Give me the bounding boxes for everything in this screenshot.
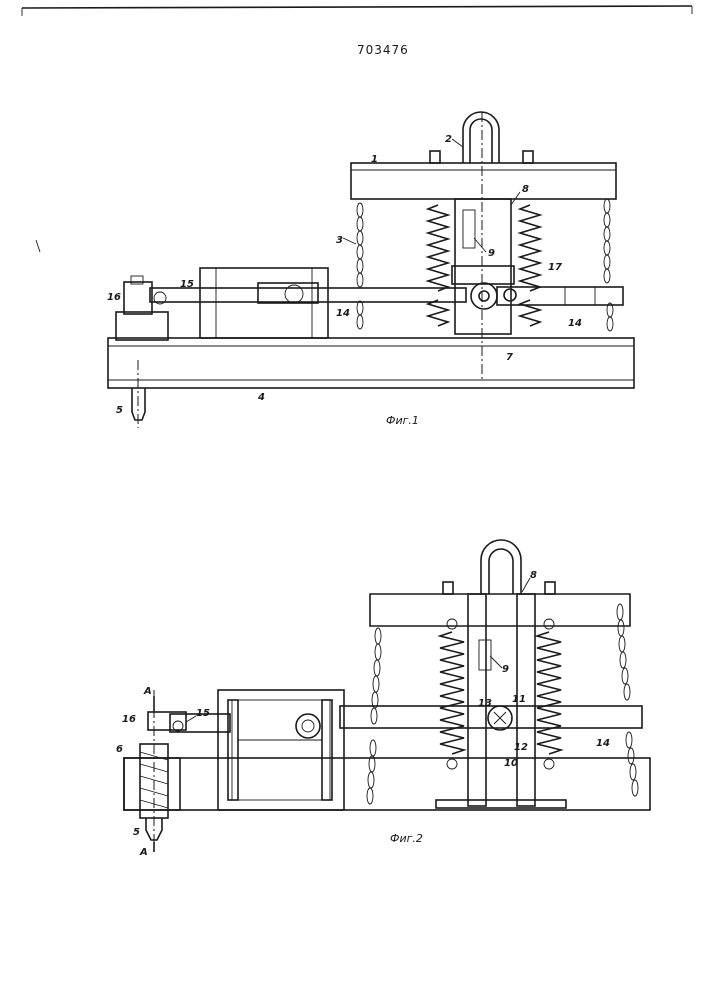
svg-text:A: A — [143, 686, 152, 697]
margin-mark — [36, 240, 40, 252]
spring-left — [428, 205, 448, 326]
svg-text:6: 6 — [116, 744, 123, 755]
svg-text:11: 11 — [512, 694, 526, 705]
patent-number: 703476 — [357, 43, 409, 57]
svg-text:10: 10 — [504, 758, 518, 769]
svg-text:13: 13 — [478, 698, 492, 709]
figure-2: A A 16 15 6 5 8 9 13 11 12 10 14 Фиг.2 — [116, 540, 650, 858]
spring-right — [520, 205, 540, 326]
spring-right-section — [537, 619, 561, 769]
left-bracket — [116, 312, 168, 340]
pivot-joint — [471, 283, 497, 309]
figure-2-caption: Фиг.2 — [390, 832, 423, 845]
sheet-top-border — [22, 6, 692, 8]
linkage-rod — [150, 288, 466, 302]
svg-text:14: 14 — [336, 308, 350, 319]
svg-text:14: 14 — [596, 738, 610, 749]
svg-text:16: 16 — [122, 714, 136, 725]
svg-text:16: 16 — [107, 292, 121, 303]
svg-text:9: 9 — [502, 664, 509, 675]
svg-text:15: 15 — [196, 708, 210, 719]
svg-text:14: 14 — [568, 318, 582, 329]
slot — [463, 210, 475, 248]
top-plate-section — [370, 594, 630, 626]
bolt-right — [523, 151, 533, 163]
svg-text:12: 12 — [514, 742, 528, 753]
svg-text:17: 17 — [548, 262, 562, 273]
svg-text:5: 5 — [133, 827, 140, 838]
shackle-section — [481, 540, 521, 594]
svg-text:15: 15 — [180, 279, 194, 290]
chain-left-section — [367, 628, 381, 804]
spring-left-section — [440, 619, 464, 769]
svg-text:2: 2 — [445, 134, 452, 145]
chain-right — [604, 199, 613, 331]
svg-text:1: 1 — [371, 154, 378, 165]
chain-left — [357, 203, 363, 329]
svg-text:3: 3 — [336, 235, 343, 246]
svg-text:7: 7 — [506, 352, 513, 363]
base-frame-section — [124, 758, 650, 810]
figure-1-caption: Фиг.1 — [386, 414, 419, 427]
cylinder-housing-section — [218, 690, 344, 810]
base-frame — [108, 338, 634, 388]
svg-text:8: 8 — [522, 184, 529, 195]
top-plate — [351, 163, 616, 199]
svg-text:9: 9 — [488, 248, 495, 259]
figure-1: 1 2 3 4 5 7 8 9 14 14 15 16 17 Фиг.1 — [107, 112, 634, 428]
chain-right-section — [617, 604, 638, 796]
bolt-left — [430, 151, 440, 163]
svg-text:5: 5 — [116, 405, 123, 416]
svg-text:A: A — [139, 847, 148, 858]
svg-text:4: 4 — [257, 392, 265, 403]
svg-text:8: 8 — [530, 570, 537, 581]
